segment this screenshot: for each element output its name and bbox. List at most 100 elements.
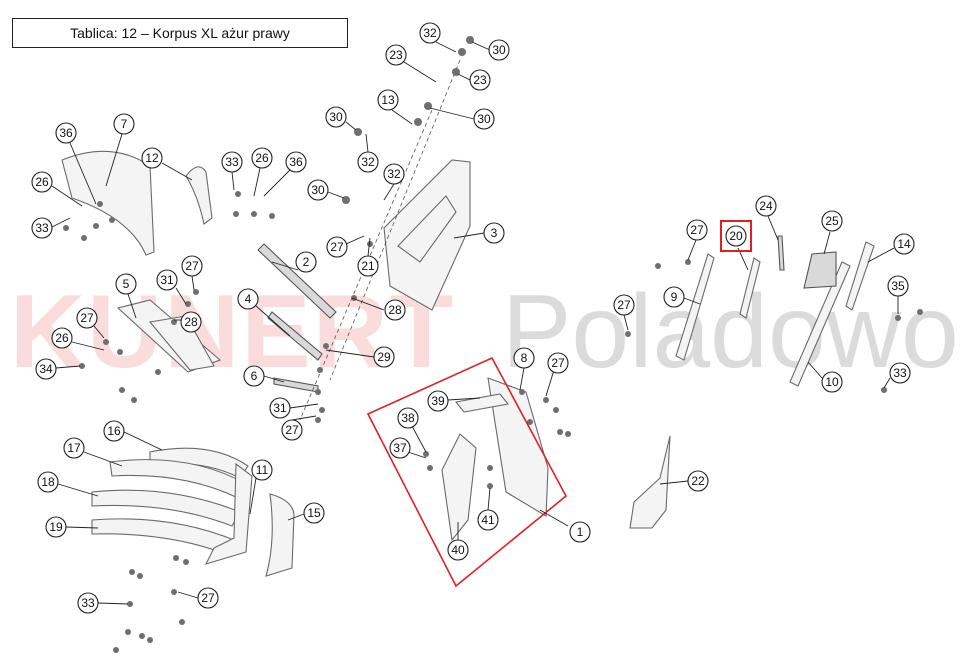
svg-text:33: 33 xyxy=(893,366,907,380)
svg-text:27: 27 xyxy=(285,423,299,437)
callout-31a: 31 xyxy=(156,269,178,291)
callout-6: 6 xyxy=(243,365,265,387)
callout-26a: 26 xyxy=(31,171,53,193)
svg-text:30: 30 xyxy=(492,43,506,57)
svg-text:38: 38 xyxy=(401,411,415,425)
part-22-knife xyxy=(629,435,671,529)
callout-25: 25 xyxy=(821,210,843,232)
callout-36a: 36 xyxy=(55,122,77,144)
callout-23b: 23 xyxy=(469,69,491,91)
callout-34: 34 xyxy=(35,358,57,380)
part-4-bolt xyxy=(267,311,323,361)
callout-27a: 27 xyxy=(326,236,348,258)
callout-12: 12 xyxy=(141,147,163,169)
svg-text:32: 32 xyxy=(387,167,401,181)
part-10-strip xyxy=(789,261,851,387)
callout-23a: 23 xyxy=(385,44,407,66)
callout-30b: 30 xyxy=(473,108,495,130)
svg-text:11: 11 xyxy=(256,463,269,477)
svg-text:26: 26 xyxy=(55,331,69,345)
callout-27f: 27 xyxy=(613,294,635,316)
callout-15: 15 xyxy=(303,502,325,524)
part-15-plate xyxy=(265,493,295,577)
part-39-plate xyxy=(454,393,510,413)
svg-text:27: 27 xyxy=(690,223,704,237)
diagram-title: Tablica: 12 – Korpus XL ażur prawy xyxy=(12,18,348,48)
svg-text:30: 30 xyxy=(477,112,491,126)
callout-1: 1 xyxy=(569,521,591,543)
callout-26b: 26 xyxy=(251,147,273,169)
callout-32a: 32 xyxy=(419,22,441,44)
part-6-bolt xyxy=(273,377,319,393)
callout-28a: 28 xyxy=(384,299,406,321)
svg-text:31: 31 xyxy=(273,401,287,415)
svg-text:19: 19 xyxy=(49,520,63,534)
callout-27e: 27 xyxy=(686,219,708,241)
callout-11: 11 xyxy=(251,459,273,481)
svg-text:29: 29 xyxy=(377,350,391,364)
svg-text:37: 37 xyxy=(393,441,407,455)
part-9-strip xyxy=(675,253,715,361)
part-11-plate xyxy=(204,462,253,565)
part-14-strip xyxy=(845,241,875,311)
svg-text:17: 17 xyxy=(67,441,81,455)
callout-36b: 36 xyxy=(285,151,307,173)
svg-text:31: 31 xyxy=(160,273,174,287)
svg-text:26: 26 xyxy=(35,175,49,189)
assembly-axis xyxy=(329,59,461,381)
callout-27d: 27 xyxy=(281,419,303,441)
svg-text:7: 7 xyxy=(121,117,128,131)
callout-24: 24 xyxy=(755,195,777,217)
callout-32b: 32 xyxy=(357,151,379,173)
callout-5: 5 xyxy=(115,273,137,295)
svg-text:23: 23 xyxy=(389,48,403,62)
callout-33a: 33 xyxy=(31,217,53,239)
callout-4: 4 xyxy=(237,288,259,310)
svg-text:27: 27 xyxy=(80,311,94,325)
callout-37: 37 xyxy=(389,437,411,459)
svg-text:8: 8 xyxy=(521,351,528,365)
svg-text:40: 40 xyxy=(451,543,465,557)
svg-text:15: 15 xyxy=(307,506,321,520)
callout-28b: 28 xyxy=(180,311,202,333)
svg-text:28: 28 xyxy=(388,303,402,317)
callout-32c: 32 xyxy=(383,163,405,185)
svg-text:6: 6 xyxy=(251,369,258,383)
svg-text:33: 33 xyxy=(225,155,239,169)
svg-text:41: 41 xyxy=(481,513,495,527)
callout-10: 10 xyxy=(821,371,843,393)
callout-33b: 33 xyxy=(221,151,243,173)
svg-text:30: 30 xyxy=(311,183,325,197)
callout-33c: 33 xyxy=(889,362,911,384)
svg-text:27: 27 xyxy=(551,356,565,370)
part-19-bar xyxy=(91,518,235,555)
part-24-pin xyxy=(777,235,785,271)
callout-27c: 27 xyxy=(76,307,98,329)
svg-text:27: 27 xyxy=(201,591,215,605)
part-drawings xyxy=(61,36,923,653)
callout-27h: 27 xyxy=(197,587,219,609)
callout-19: 19 xyxy=(45,516,67,538)
svg-text:33: 33 xyxy=(35,221,49,235)
svg-text:30: 30 xyxy=(329,110,343,124)
svg-text:3: 3 xyxy=(491,226,498,240)
svg-text:13: 13 xyxy=(381,93,395,107)
svg-text:27: 27 xyxy=(185,259,199,273)
svg-text:16: 16 xyxy=(107,424,121,438)
callout-13: 13 xyxy=(377,89,399,111)
part-7-shin xyxy=(61,150,155,256)
svg-text:18: 18 xyxy=(41,475,55,489)
callout-17: 17 xyxy=(63,437,85,459)
svg-text:35: 35 xyxy=(891,279,905,293)
callout-8: 8 xyxy=(513,347,535,369)
callout-41: 41 xyxy=(477,509,499,531)
assembly-1-highlight-frame xyxy=(366,356,568,588)
callout-22: 22 xyxy=(687,470,709,492)
svg-text:33: 33 xyxy=(81,596,95,610)
callout-29: 29 xyxy=(373,346,395,368)
callout-26c: 26 xyxy=(51,327,73,349)
callout-7: 7 xyxy=(113,113,135,135)
svg-text:26: 26 xyxy=(255,151,269,165)
svg-text:20: 20 xyxy=(729,229,743,243)
